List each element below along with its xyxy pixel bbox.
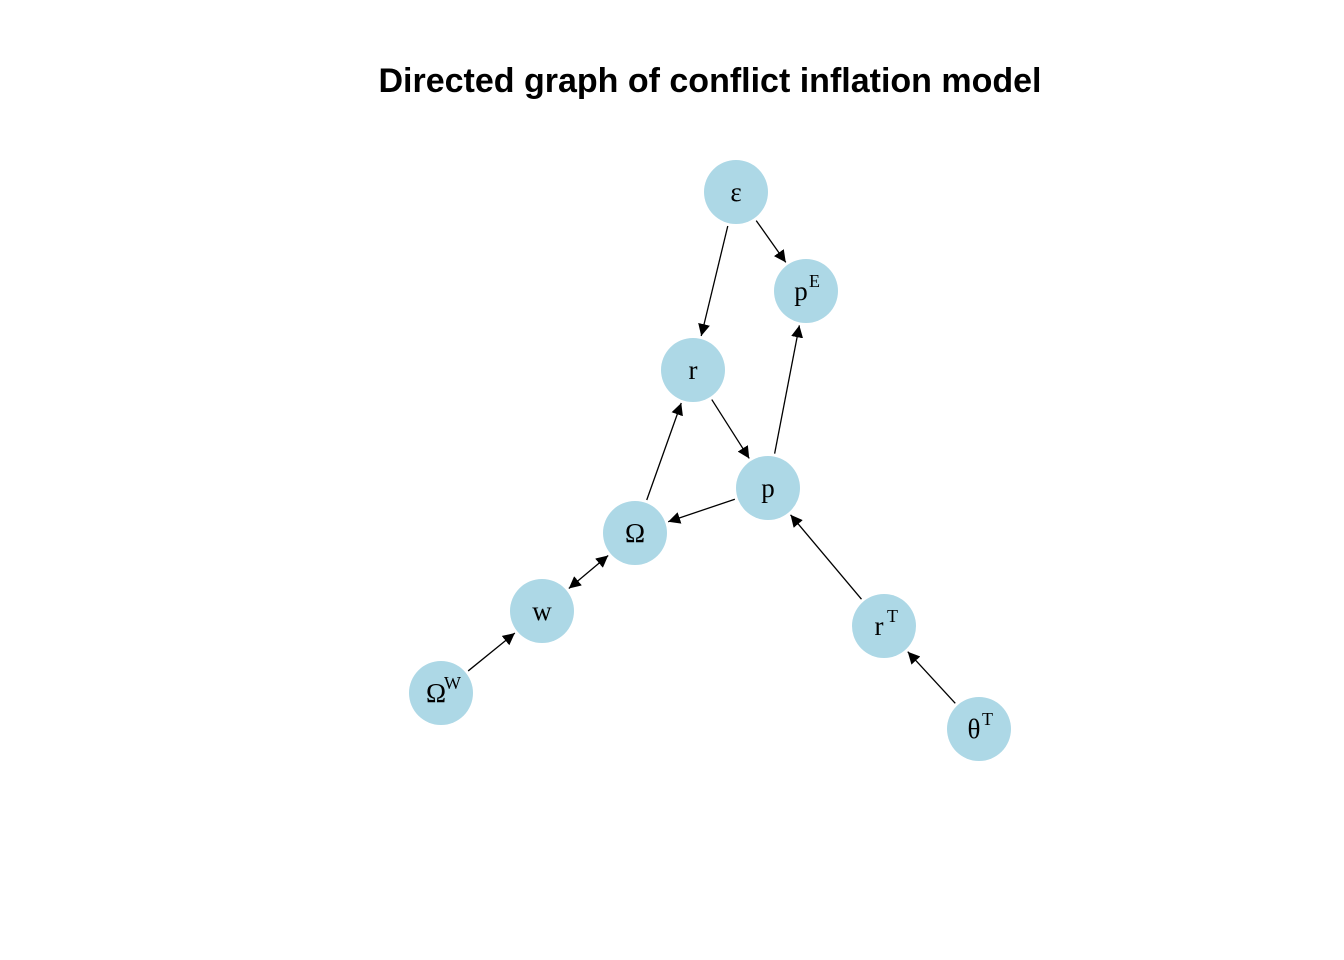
edge-Omega-to-r bbox=[646, 402, 683, 501]
node-superscript: E bbox=[809, 271, 820, 291]
node-label: r bbox=[875, 611, 884, 641]
edge-thetaT-to-rT bbox=[907, 651, 956, 704]
node-superscript: T bbox=[982, 709, 993, 729]
node-r: r bbox=[661, 338, 725, 402]
diagram-title: Directed graph of conflict inflation mod… bbox=[378, 62, 1041, 100]
node-superscript: W bbox=[444, 673, 461, 693]
edge-rT-to-p bbox=[790, 514, 862, 600]
node-circle bbox=[852, 594, 916, 658]
node-circle bbox=[774, 259, 838, 323]
edge-eps-to-r bbox=[698, 225, 729, 337]
node-circle bbox=[661, 338, 725, 402]
node-Omega: Ω bbox=[603, 501, 667, 565]
node-label: ε bbox=[730, 177, 741, 207]
edge-p-to-pE bbox=[773, 325, 803, 454]
edge-eps-to-pE bbox=[755, 220, 787, 263]
edges-layer bbox=[467, 220, 956, 704]
edge-OmegaW-to-w bbox=[467, 632, 516, 672]
node-circle bbox=[947, 697, 1011, 761]
node-circle bbox=[510, 579, 574, 643]
node-OmegaW: ΩW bbox=[409, 661, 473, 725]
node-label: Ω bbox=[625, 518, 645, 548]
node-circle bbox=[409, 661, 473, 725]
node-label: Ω bbox=[426, 678, 446, 708]
node-circle bbox=[603, 501, 667, 565]
edge-r-to-p bbox=[711, 399, 750, 459]
edge-p-to-Omega bbox=[667, 498, 736, 524]
node-circle bbox=[704, 160, 768, 224]
node-label: p bbox=[794, 276, 808, 306]
node-w: w bbox=[510, 579, 574, 643]
node-eps: ε bbox=[704, 160, 768, 224]
node-p: p bbox=[736, 456, 800, 520]
edge-Omega-to-w bbox=[568, 554, 609, 590]
node-label: p bbox=[761, 473, 775, 503]
node-circle bbox=[736, 456, 800, 520]
node-superscript: T bbox=[887, 606, 898, 626]
node-label: θ bbox=[968, 714, 981, 744]
node-label: w bbox=[532, 596, 552, 626]
node-label: r bbox=[689, 355, 698, 385]
